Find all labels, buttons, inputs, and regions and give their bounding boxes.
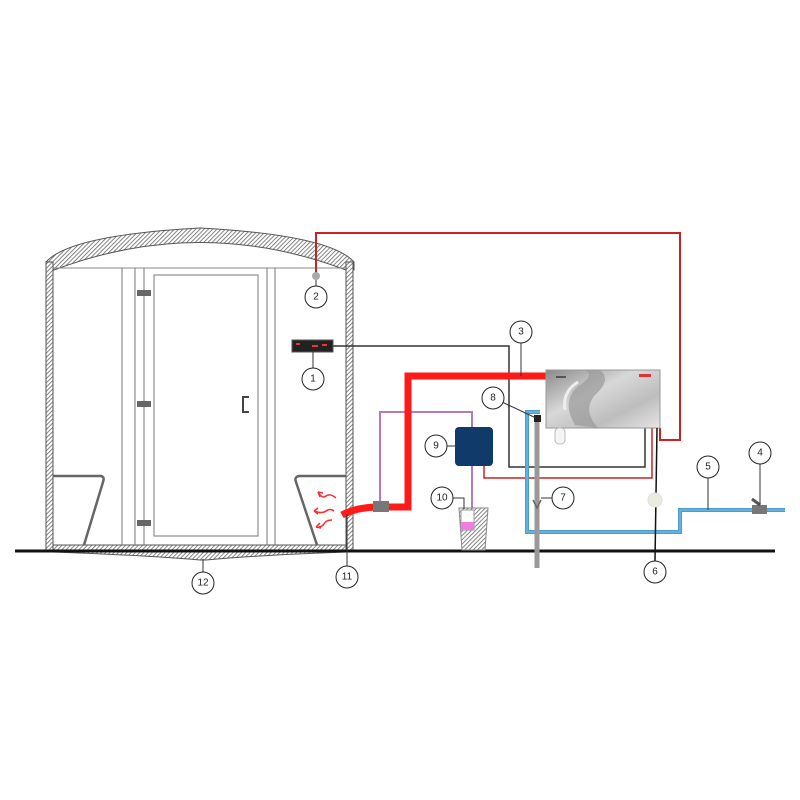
door-handle <box>242 396 249 413</box>
callout-10: 10 <box>430 486 454 510</box>
control-panel-display <box>296 343 327 347</box>
callout-5: 5 <box>696 455 720 479</box>
drain-arrow <box>532 499 542 510</box>
svg-text:12: 12 <box>197 578 209 589</box>
svg-text:3: 3 <box>518 327 524 338</box>
svg-text:7: 7 <box>560 493 566 504</box>
svg-text:4: 4 <box>757 448 763 459</box>
control-panel-cable <box>333 345 646 468</box>
svg-text:2: 2 <box>313 292 319 303</box>
steam-generator <box>545 369 661 445</box>
steam-pipe <box>340 372 548 519</box>
steam-cabin <box>45 227 355 561</box>
svg-text:10: 10 <box>436 493 448 504</box>
callout-labels: 1 2 3 4 5 6 7 8 9 10 11 12 <box>191 285 772 595</box>
door-frame <box>121 268 276 545</box>
callout-7: 7 <box>551 486 575 510</box>
callout-2: 2 <box>304 285 328 309</box>
cabin-door <box>153 274 259 537</box>
steam-room-light <box>647 492 663 508</box>
svg-text:1: 1 <box>310 374 316 385</box>
right-bench <box>294 474 346 546</box>
brand-logo <box>639 374 651 377</box>
callout-12: 12 <box>191 571 215 595</box>
dosing-pump <box>455 427 493 466</box>
callout-1: 1 <box>301 367 325 391</box>
water-inlet-pipe-inner <box>526 411 785 533</box>
callout-11: 11 <box>335 565 359 589</box>
water-level-glass <box>554 427 566 445</box>
temperature-sensor-wire <box>315 232 681 441</box>
scent-liquid <box>461 522 474 530</box>
svg-text:5: 5 <box>705 462 711 473</box>
callout-3: 3 <box>509 320 533 344</box>
left-bench <box>53 474 105 546</box>
steam-outlet-arrows-icon <box>313 491 337 529</box>
cabin-dome <box>45 227 355 271</box>
steam-pipe-tee <box>373 501 389 512</box>
callout-6: 6 <box>643 560 667 584</box>
svg-text:9: 9 <box>433 441 439 452</box>
svg-text:11: 11 <box>342 572 353 583</box>
drain-valve <box>534 415 541 422</box>
callout-9: 9 <box>424 434 448 458</box>
door-hinges <box>137 290 151 526</box>
pump-wire <box>483 428 653 479</box>
temperature-sensor <box>312 272 320 280</box>
shutoff-valve <box>751 497 767 514</box>
callout-8: 8 <box>481 386 505 410</box>
cabin-left-wall <box>45 261 54 553</box>
svg-text:8: 8 <box>490 393 496 404</box>
callout-4: 4 <box>748 441 772 465</box>
svg-text:6: 6 <box>652 567 658 578</box>
